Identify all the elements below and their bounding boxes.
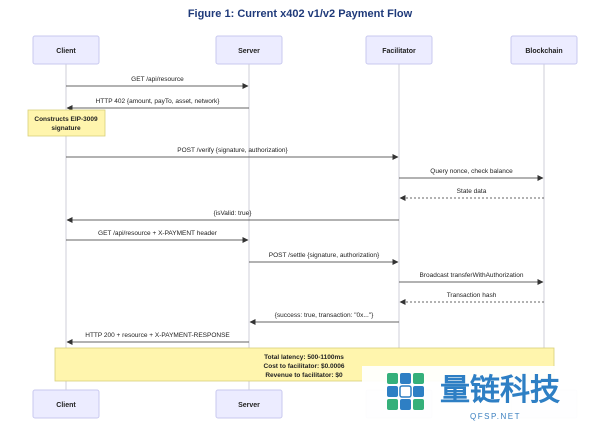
watermark: 量链科技 QFSP.NET [362, 366, 600, 429]
actor-server-bottom: Server [215, 389, 283, 419]
message-12: HTTP 200 + resource + X-PAYMENT-RESPONSE [66, 332, 249, 345]
message-label: GET /api/resource [131, 76, 184, 83]
message-label: State data [457, 188, 487, 195]
svg-text:Total latency: 500-1100ms: Total latency: 500-1100ms [264, 354, 344, 361]
svg-text:Server: Server [238, 402, 260, 409]
svg-text:Server: Server [238, 48, 260, 55]
message-5: State data [399, 188, 544, 201]
message-2: HTTP 402 {amount, payTo, asset, network} [66, 98, 249, 111]
message-7: GET /api/resource + X-PAYMENT header [66, 230, 249, 243]
watermark-text: 量链科技 [440, 373, 560, 407]
message-label: GET /api/resource + X-PAYMENT header [98, 230, 218, 237]
diagram-title: Figure 1: Current x402 v1/v2 Payment Flo… [188, 8, 413, 20]
message-6: {isValid: true} [66, 210, 399, 223]
actor-client-bottom: Client [32, 389, 100, 419]
message-4: Query nonce, check balance [399, 168, 544, 181]
message-10: Transaction hash [399, 292, 544, 305]
svg-text:Client: Client [56, 48, 76, 55]
message-label: HTTP 200 + resource + X-PAYMENT-RESPONSE [85, 332, 230, 339]
actor-server-top: Server [215, 35, 283, 65]
actor-client-top: Client [32, 35, 100, 65]
message-label: {success: true, transaction: "0x..."} [275, 312, 374, 319]
svg-text:Revenue to facilitator: $0: Revenue to facilitator: $0 [265, 372, 343, 379]
svg-text:Client: Client [56, 402, 76, 409]
actor-facilitator-top: Facilitator [365, 35, 433, 65]
actor-blockchain-top: Blockchain [510, 35, 578, 65]
message-3: POST /verify {signature, authorization} [66, 147, 399, 160]
watermark-url: QFSP.NET [470, 412, 521, 421]
lifelines [65, 64, 545, 390]
message-label: Broadcast transferWithAuthorization [419, 272, 523, 279]
svg-text:Blockchain: Blockchain [525, 48, 562, 55]
message-label: Transaction hash [447, 292, 497, 299]
watermark-logo-icon [387, 373, 424, 410]
message-label: POST /settle {signature, authorization} [269, 252, 380, 259]
message-label: {isValid: true} [214, 210, 253, 217]
message-11: {success: true, transaction: "0x..."} [249, 312, 399, 325]
message-label: Query nonce, check balance [430, 168, 513, 175]
message-9: Broadcast transferWithAuthorization [399, 272, 544, 285]
message-8: POST /settle {signature, authorization} [249, 252, 399, 265]
note-constructs-signature: Constructs EIP-3009 signature [27, 109, 106, 137]
message-label: HTTP 402 {amount, payTo, asset, network} [96, 98, 221, 105]
svg-text:Facilitator: Facilitator [382, 48, 416, 55]
message-1: GET /api/resource [66, 76, 249, 89]
message-label: POST /verify {signature, authorization} [177, 147, 288, 154]
svg-text:Cost to facilitator: $0.0006: Cost to facilitator: $0.0006 [264, 363, 345, 370]
svg-text:signature: signature [51, 125, 81, 132]
svg-text:Constructs EIP-3009: Constructs EIP-3009 [34, 116, 98, 123]
